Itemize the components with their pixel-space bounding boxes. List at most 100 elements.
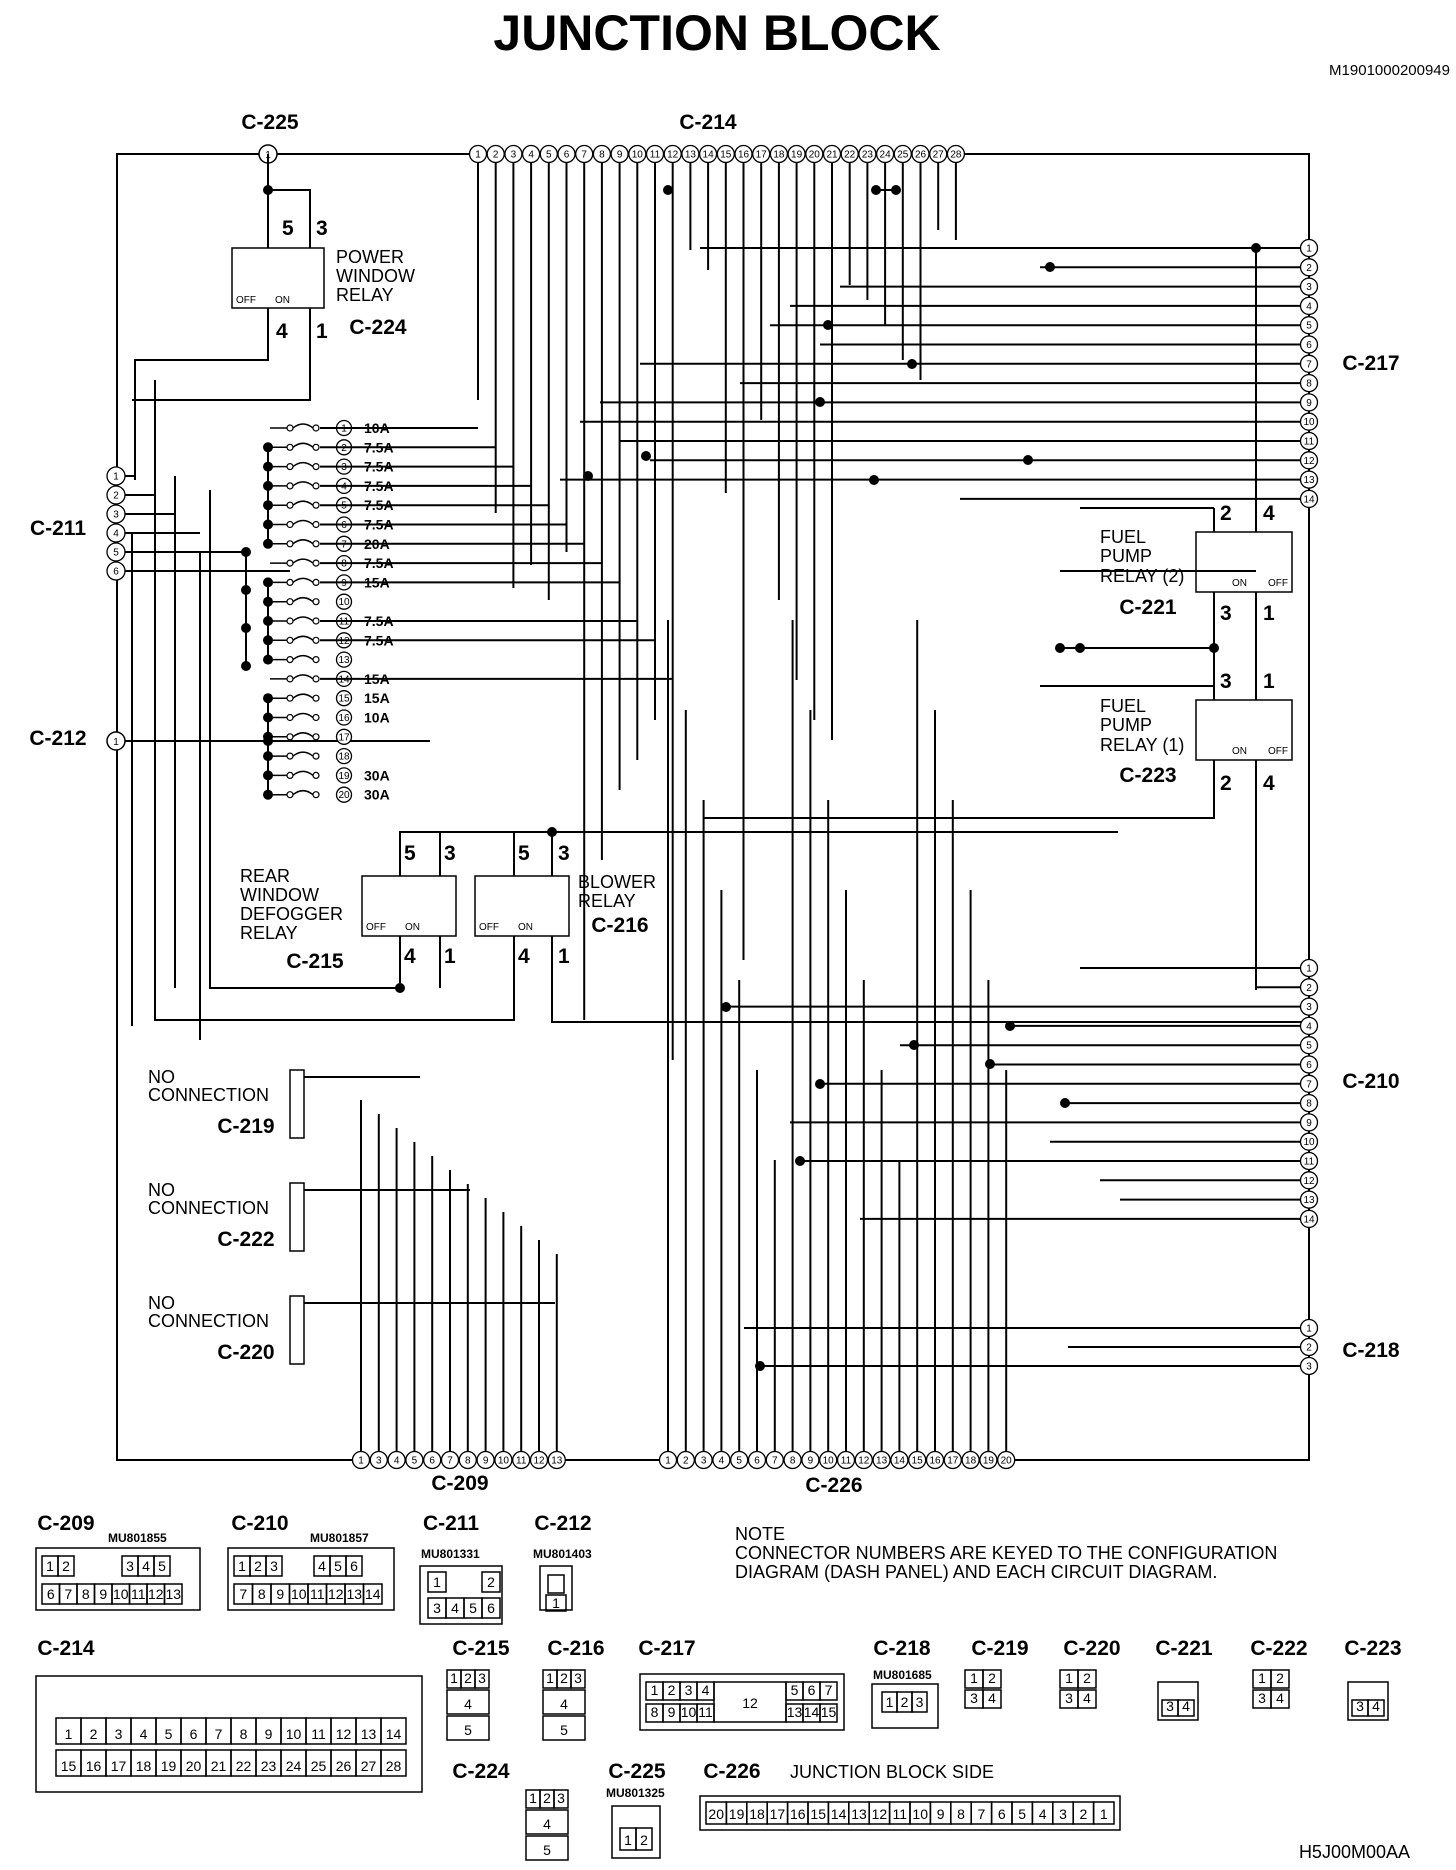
no-connection-label-1: NO xyxy=(148,1067,175,1087)
connector-cell xyxy=(819,1681,838,1701)
pin-circle xyxy=(783,1450,802,1470)
connector-cell-number: 27 xyxy=(361,1758,377,1774)
relay-switch-off: OFF xyxy=(1268,578,1288,589)
no-connection-label-1: NO xyxy=(148,1293,175,1313)
pin-number: 16 xyxy=(738,150,750,161)
pin-circle xyxy=(1299,316,1319,335)
fuse-element xyxy=(292,519,314,526)
pin-number: 10 xyxy=(632,150,644,161)
legend-c222: C-222 xyxy=(1250,1637,1307,1660)
svg-text:1: 1 xyxy=(552,1595,560,1611)
junction-dot xyxy=(721,1002,731,1012)
connector-cell-number: 6 xyxy=(47,1586,55,1602)
svg-text:3: 3 xyxy=(444,842,456,865)
legend-c221: C-221 xyxy=(1155,1637,1213,1660)
connector-cell-number: 5 xyxy=(560,1722,568,1738)
connector-cell xyxy=(570,1669,586,1689)
connector-cell-number: 20 xyxy=(186,1758,202,1774)
junction-dot xyxy=(871,185,881,195)
pin-circle xyxy=(875,144,895,164)
connector-cell-number: 1 xyxy=(546,1670,554,1686)
connector-cell-number: 16 xyxy=(790,1806,806,1822)
pin-number: 9 xyxy=(808,1456,814,1467)
connector-cell-number: 1 xyxy=(1100,1806,1108,1822)
connector-cell-number: 4 xyxy=(702,1682,710,1698)
connector-cell-number: 8 xyxy=(957,1806,965,1822)
fuse-terminal xyxy=(312,520,320,529)
junction-dot xyxy=(263,519,273,530)
pin-number: 20 xyxy=(338,790,350,801)
pin-circle xyxy=(1299,258,1319,277)
relay-switch-off: OFF xyxy=(236,295,256,306)
pin-number: 20 xyxy=(809,150,821,161)
fuse-element xyxy=(292,674,314,680)
pin-circle xyxy=(822,144,842,164)
pin-number: 13 xyxy=(1303,1195,1315,1206)
fuel-pump-2-label-2: PUMP xyxy=(1100,546,1152,566)
connector-cell-number: 3 xyxy=(1258,1690,1266,1706)
pin-number: 3 xyxy=(701,1456,707,1467)
connector-cell-number: 13 xyxy=(851,1806,867,1822)
pin-circle xyxy=(592,144,612,164)
rear-defogger-relay: 5 3 4 1 OFF ON REAR WINDOW DEFOGGER RELA… xyxy=(209,490,1118,993)
pin-circle xyxy=(1299,1036,1319,1055)
relay-switch-on: ON xyxy=(275,295,290,306)
pin-circle xyxy=(335,786,353,803)
pin-number: 1 xyxy=(665,1456,671,1467)
connector-cell-number: 1 xyxy=(433,1574,441,1590)
connector-cell-number: 5 xyxy=(1018,1806,1026,1822)
connector-c219-no-connection: NO CONNECTION C-219 xyxy=(148,1067,305,1139)
pin-circle xyxy=(997,1450,1016,1470)
legend-c225: C-225 xyxy=(608,1760,666,1783)
connector-cell xyxy=(982,1669,1002,1689)
pin-circle xyxy=(521,144,541,164)
wiring-traces xyxy=(125,163,1300,1451)
connector-cell xyxy=(1077,1689,1097,1709)
connector-cell-number: 18 xyxy=(136,1758,152,1774)
pin-circle xyxy=(512,1450,531,1470)
pin-number: 11 xyxy=(516,1456,527,1467)
svg-text:1: 1 xyxy=(113,737,119,748)
fuse-element xyxy=(292,500,314,506)
connector-cell-number: 1 xyxy=(1258,1670,1266,1686)
pin-number: 23 xyxy=(862,150,874,161)
fuse-terminal xyxy=(312,636,320,644)
fuse-rating: 30A xyxy=(364,787,390,803)
pin-circle xyxy=(840,144,859,164)
connector-cell-number: 21 xyxy=(211,1758,227,1774)
fuel-pump-1-label-3: RELAY (1) xyxy=(1100,735,1184,755)
connector-label: C-212 xyxy=(29,727,86,750)
pin-number: 2 xyxy=(1306,983,1312,994)
pin-circle xyxy=(1299,335,1319,354)
fuse-terminal xyxy=(286,443,294,451)
no-connection-label-2: CONNECTION xyxy=(148,1085,269,1105)
connector-label: C-224 xyxy=(349,316,407,339)
fuse-element xyxy=(292,577,314,583)
connector-cell-number: 10 xyxy=(113,1586,129,1602)
pin-circle xyxy=(943,1450,962,1470)
connector-cell-number: 14 xyxy=(365,1586,381,1602)
junction-dot xyxy=(263,712,273,723)
connector-label: C-211 xyxy=(30,517,86,540)
connector-cell-number: 11 xyxy=(311,1726,326,1742)
pin-number: 7 xyxy=(1306,359,1312,370)
pin-number: 5 xyxy=(546,150,552,161)
fuse-terminal xyxy=(312,463,320,471)
pin-circle xyxy=(836,1450,856,1470)
connector-cell-number: 8 xyxy=(258,1586,266,1602)
connector-cell-number: 5 xyxy=(165,1726,173,1742)
fuse-element xyxy=(292,461,314,468)
fuse-terminal xyxy=(286,655,294,664)
connector-cell-number: 4 xyxy=(543,1816,551,1832)
junction-block-frame xyxy=(116,153,1310,1461)
connector-cell-number: 14 xyxy=(804,1704,820,1720)
pin-circle xyxy=(819,1450,838,1470)
pin-circle xyxy=(698,144,718,164)
connector-label: C-222 xyxy=(217,1228,274,1251)
pin-circle xyxy=(1299,997,1319,1016)
blower-relay: 5 3 4 1 OFF ON BLOWER RELAY C-216 xyxy=(154,380,1309,1023)
connector-cell-number: 1 xyxy=(970,1670,978,1686)
pin-circle xyxy=(681,144,700,164)
legend-c216: C-216 xyxy=(547,1637,604,1660)
fuse-terminal xyxy=(286,617,294,625)
